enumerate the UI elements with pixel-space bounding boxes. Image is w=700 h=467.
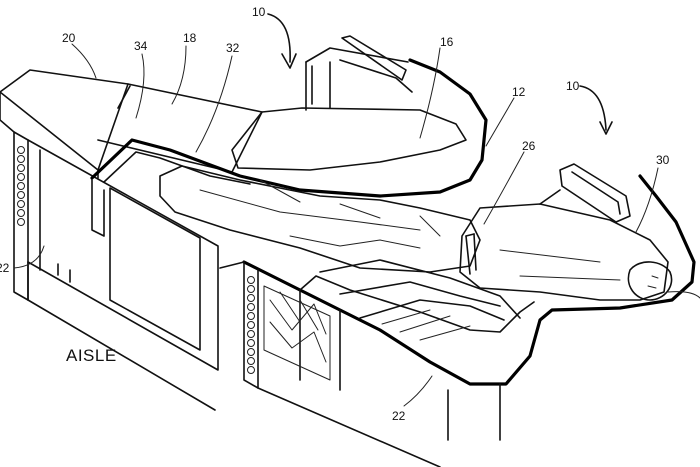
aisle-label: AISLE [66,346,117,365]
mattress [159,165,481,273]
ref-32: 32 [226,41,240,55]
rear-partition [219,261,501,467]
ottoman [97,83,263,173]
ref-12: 12 [512,85,526,99]
front-partition [13,131,219,411]
right-headrest [539,163,631,223]
ref-16: 16 [440,35,454,49]
ref-20: 20 [62,31,76,45]
ref-26: 26 [522,139,536,153]
left-seat-shell [90,58,488,198]
upper-seat-back [231,35,467,171]
lattice-structure [263,285,331,381]
ref-10-top: 10 [252,5,266,19]
footwell [299,259,521,391]
reference-arrow-10b [579,85,613,135]
ref-22-left: 22 [0,261,10,275]
leader-lines [13,43,700,407]
blanket-passenger [459,203,673,301]
ref-34: 34 [134,39,148,53]
rear-partition-light-strip [247,276,255,374]
reference-arrow-10a [267,13,297,69]
ref-18: 18 [183,31,197,45]
ref-22-bottom: 22 [392,409,406,423]
partition-light-strip [17,146,25,226]
ref-10-right: 10 [566,79,580,93]
ref-30: 30 [656,153,670,167]
